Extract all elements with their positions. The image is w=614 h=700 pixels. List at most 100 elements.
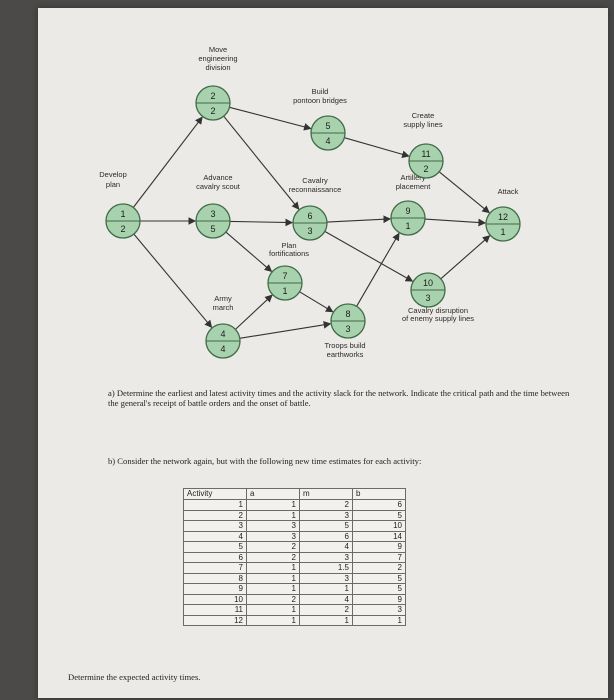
header-m: m — [299, 488, 353, 500]
node-id: 5 — [325, 121, 330, 131]
node-time: 1 — [282, 286, 287, 296]
edge-4-7 — [235, 294, 273, 330]
table-cell: 3 — [352, 604, 406, 616]
table-cell: 4 — [299, 541, 353, 553]
table-cell: 3 — [183, 520, 247, 532]
edge-9-12 — [424, 218, 487, 227]
table-cell: 1 — [246, 583, 300, 595]
table-cell: 2 — [299, 604, 353, 616]
table-cell: 1 — [246, 614, 300, 626]
table-cell: 1 — [183, 499, 247, 511]
edge-6-9 — [326, 215, 392, 224]
node-time: 2 — [120, 224, 125, 234]
table-cell: 4 — [183, 530, 247, 542]
node-id: 1 — [120, 209, 125, 219]
edge-4-8 — [239, 321, 332, 339]
edge-2-6 — [223, 115, 300, 210]
table-cell: 1 — [299, 614, 353, 626]
node-id: 10 — [423, 278, 433, 288]
table-cell: 1 — [246, 604, 300, 616]
table-cell: 5 — [352, 572, 406, 584]
header-activity: Activity — [183, 488, 247, 500]
edge-1-4 — [133, 233, 213, 329]
table-cell: 6 — [299, 530, 353, 542]
table-cell: 1 — [246, 499, 300, 511]
table-cell: 2 — [246, 551, 300, 563]
node-label: Attack — [498, 187, 519, 196]
table-cell: 7 — [183, 562, 247, 574]
node-time: 3 — [307, 226, 312, 236]
table-cell: 12 — [183, 614, 247, 626]
node-id: 8 — [345, 309, 350, 319]
edge-3-7 — [225, 231, 273, 273]
node-time: 3 — [425, 293, 430, 303]
table-cell: 3 — [299, 572, 353, 584]
table-cell: 1.5 — [299, 562, 353, 574]
edge-2-5 — [229, 106, 312, 131]
header-b: b — [352, 488, 406, 500]
table-cell: 1 — [299, 583, 353, 595]
edge-1-2 — [132, 116, 203, 208]
question-b: b) Consider the network again, but with … — [108, 456, 422, 466]
edge-3-6 — [229, 218, 294, 227]
table-cell: 1 — [246, 562, 300, 574]
node-time: 5 — [210, 224, 215, 234]
table-cell: 3 — [246, 520, 300, 532]
node-id: 2 — [210, 91, 215, 101]
table-cell: 2 — [246, 593, 300, 605]
node-id: 4 — [220, 329, 225, 339]
table-cell: 3 — [299, 509, 353, 521]
table-cell: 2 — [246, 541, 300, 553]
table-cell: 6 — [183, 551, 247, 563]
question-c: Determine the expected activity times. — [68, 672, 201, 682]
table-cell: 1 — [246, 509, 300, 521]
table-cell: 3 — [299, 551, 353, 563]
table-cell: 7 — [352, 551, 406, 563]
table-cell: 2 — [352, 562, 406, 574]
table-cell: 1 — [246, 572, 300, 584]
node-time: 1 — [405, 221, 410, 231]
table-cell: 9 — [352, 593, 406, 605]
table-header-row: Activity a m b — [183, 488, 406, 500]
edge-11-12 — [438, 171, 490, 214]
table-cell: 10 — [352, 520, 406, 532]
node-time: 2 — [210, 106, 215, 116]
question-a: a) Determine the earliest and latest act… — [108, 388, 570, 408]
node-id: 6 — [307, 211, 312, 221]
node-time: 4 — [220, 344, 225, 354]
edge-7-8 — [299, 291, 334, 313]
node-time: 2 — [423, 164, 428, 174]
edge-10-12 — [440, 235, 491, 280]
